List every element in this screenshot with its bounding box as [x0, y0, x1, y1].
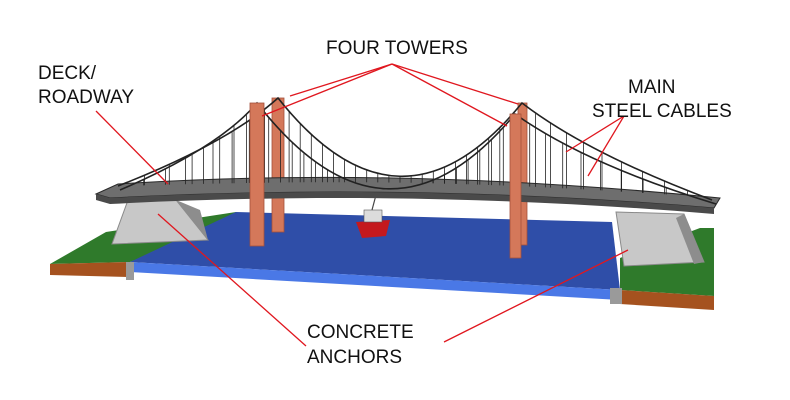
- leader-lines: [95, 63, 629, 347]
- anchor-left-shade: [176, 200, 208, 240]
- leader-deck: [95, 110, 169, 185]
- leader-towers-3: [391, 63, 519, 105]
- river-wall-right: [610, 288, 622, 304]
- leader-cables-2: [587, 115, 625, 177]
- left-soil: [50, 262, 130, 277]
- label-anchors: ANCHORS: [307, 347, 403, 368]
- label-four-towers: FOUR TOWERS: [326, 38, 468, 59]
- leader-anchors-1: [157, 213, 307, 347]
- leader-towers-1: [289, 63, 393, 97]
- label-main: MAIN: [628, 77, 676, 98]
- cable-front: [119, 101, 717, 205]
- boat: [356, 194, 390, 238]
- cable-back: [117, 96, 713, 201]
- tower-front-left: [249, 102, 265, 247]
- tower-front-right: [509, 113, 522, 259]
- anchor-right-shade: [676, 214, 704, 264]
- label-steel-cables: STEEL CABLES: [592, 101, 732, 122]
- leader-towers-2: [261, 63, 393, 117]
- label-deck: DECK/: [38, 63, 97, 84]
- label-concrete: CONCRETE: [307, 322, 414, 343]
- leader-cables-1: [565, 115, 625, 153]
- river-wall-left: [126, 262, 134, 280]
- leader-towers-4: [391, 63, 508, 127]
- boat-hull: [356, 220, 390, 238]
- tower-back-left: [271, 97, 285, 233]
- boat-cabin: [363, 209, 383, 223]
- main-steel-cables: [117, 96, 717, 205]
- water-edge: [130, 262, 620, 300]
- right-soil: [620, 290, 714, 310]
- label-roadway: ROADWAY: [38, 87, 135, 108]
- leader-anchors-2: [443, 249, 629, 343]
